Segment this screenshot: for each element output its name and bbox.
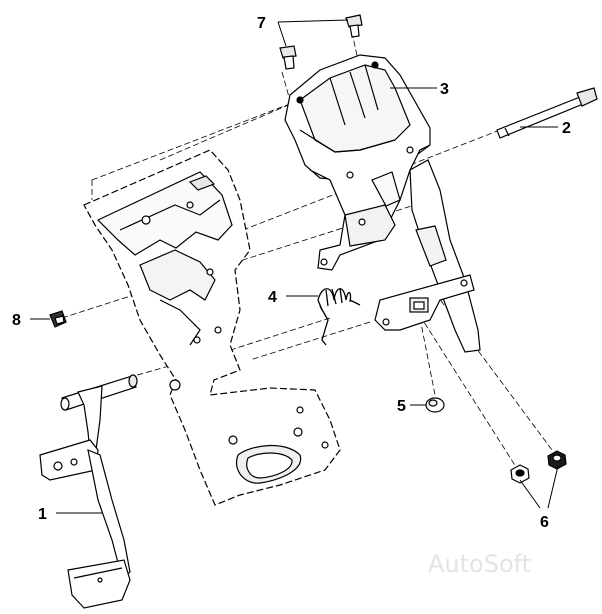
leader-7b [277, 19, 349, 23]
callout-8: 8 [12, 312, 21, 329]
mounting-panel [83, 149, 341, 506]
nuts [510, 450, 567, 484]
pedal-support-bracket [284, 54, 431, 271]
pivot-bolt [496, 87, 598, 139]
leader-6b [547, 465, 559, 509]
callout-1: 1 [38, 506, 47, 523]
callout-labels: 1 2 3 4 5 6 7 8 [12, 15, 571, 531]
retaining-clip [49, 310, 67, 328]
bushing [425, 397, 445, 413]
pedal-assembly [39, 374, 138, 609]
callout-2: 2 [562, 120, 571, 137]
callout-3: 3 [440, 81, 449, 98]
leader-7a [277, 21, 287, 47]
callout-7: 7 [257, 15, 266, 32]
callout-4: 4 [268, 289, 277, 306]
mounting-bolts [279, 14, 363, 70]
leader-lines [30, 19, 559, 514]
watermark-text: AutoSoft [428, 550, 531, 578]
pedal-arm-bracket-section [374, 159, 481, 353]
leader-6a [519, 479, 541, 509]
return-spring [317, 287, 361, 346]
callout-6: 6 [540, 514, 549, 531]
callout-5: 5 [397, 398, 406, 415]
